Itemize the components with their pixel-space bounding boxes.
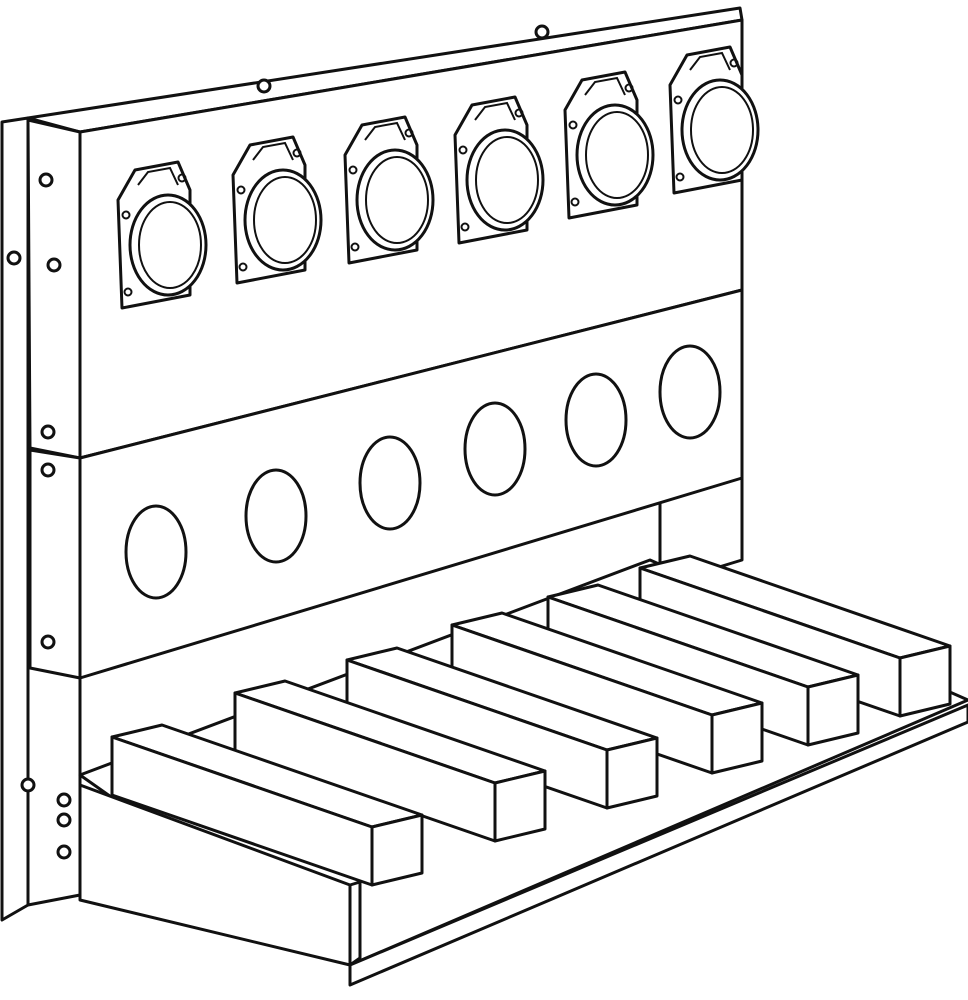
- socket-screw-icon: [236, 185, 246, 195]
- cable-entry-hole: [124, 504, 188, 600]
- socket-hinge: [364, 121, 406, 141]
- block-end: [370, 813, 424, 887]
- socket-screw-icon: [514, 108, 524, 118]
- socket-lid: [465, 128, 545, 232]
- socket-screw-icon: [348, 165, 358, 175]
- socket-lid-rim: [690, 86, 754, 174]
- socket-hinge: [474, 101, 516, 121]
- socket-lid: [243, 168, 323, 272]
- socket-screw-icon: [673, 95, 683, 105]
- socket-screw-icon: [123, 287, 133, 297]
- block-end: [710, 701, 764, 775]
- mounting-screw-icon: [20, 777, 36, 793]
- socket-outlet: [453, 95, 545, 245]
- socket-screw-icon: [729, 58, 739, 68]
- socket-outlet: [563, 70, 655, 220]
- upper-socket-panel: [26, 6, 760, 460]
- cable-entry-hole: [463, 401, 527, 497]
- cable-entry-hole: [564, 372, 628, 468]
- socket-screw-icon: [404, 128, 414, 138]
- block-end: [605, 736, 659, 810]
- mounting-screw-icon: [56, 844, 72, 860]
- socket-lid: [680, 78, 760, 182]
- socket-outlet: [668, 45, 760, 195]
- tray-block: [110, 723, 424, 887]
- cable-tray: [78, 554, 968, 987]
- socket-hinge: [137, 166, 179, 186]
- socket-screw-icon: [177, 173, 187, 183]
- mounting-screw-icon: [56, 812, 72, 828]
- mounting-screw-icon: [534, 24, 550, 40]
- socket-screw-icon: [238, 262, 248, 272]
- socket-lid: [575, 103, 655, 207]
- socket-lid-rim: [365, 156, 429, 244]
- socket-screw-icon: [568, 120, 578, 130]
- socket-screw-icon: [624, 83, 634, 93]
- tray-block: [233, 679, 547, 843]
- block-end: [898, 644, 952, 718]
- mounting-screw-icon: [40, 462, 56, 478]
- socket-screw-icon: [121, 210, 131, 220]
- socket-hinge: [689, 51, 731, 71]
- socket-screw-icon: [570, 197, 580, 207]
- mounting-screw-icon: [46, 257, 62, 273]
- socket-hinge: [584, 76, 626, 96]
- socket-screw-icon: [460, 222, 470, 232]
- socket-screw-icon: [292, 148, 302, 158]
- socket-lid-rim: [253, 176, 317, 264]
- socket-hinge: [252, 141, 294, 161]
- socket-outlet: [116, 160, 208, 310]
- mounting-screw-icon: [40, 634, 56, 650]
- socket-screw-icon: [350, 242, 360, 252]
- socket-lid-rim: [475, 136, 539, 224]
- socket-outlet: [231, 135, 323, 285]
- socket-lid: [128, 193, 208, 297]
- cable-entry-hole: [244, 468, 308, 564]
- mounting-screw-icon: [6, 250, 22, 266]
- cable-entry-panel: [28, 288, 744, 680]
- mounting-screw-icon: [56, 792, 72, 808]
- tray-block: [546, 583, 860, 747]
- block-end: [806, 673, 860, 747]
- socket-lid-rim: [585, 111, 649, 199]
- socket-screw-icon: [458, 145, 468, 155]
- cable-entry-hole: [658, 344, 722, 440]
- mounting-screw-icon: [256, 78, 272, 94]
- cable-entry-hole: [358, 435, 422, 531]
- mounting-screw-icon: [38, 172, 54, 188]
- socket-lid: [355, 148, 435, 252]
- block-end: [493, 769, 547, 843]
- socket-screw-icon: [675, 172, 685, 182]
- socket-outlet: [343, 115, 435, 265]
- socket-lid-rim: [138, 201, 202, 289]
- mounting-screw-icon: [40, 424, 56, 440]
